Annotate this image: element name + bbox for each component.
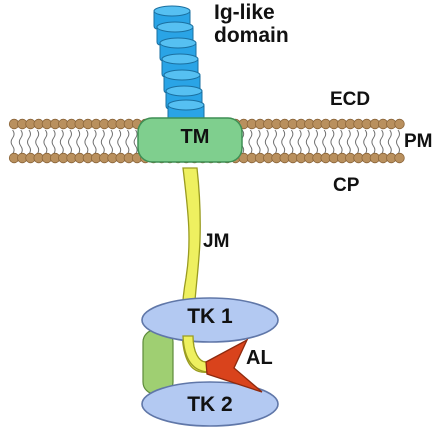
lipid-tail (76, 129, 81, 155)
transmembrane-domain (137, 117, 243, 163)
kinase-lobe-linker (142, 329, 174, 395)
helix-coil-top (161, 53, 199, 65)
lipid-tail (92, 129, 97, 155)
lipid-tail (297, 129, 302, 155)
lipid-head (394, 118, 405, 130)
lipid-tail (305, 129, 310, 155)
lipid-tail (273, 129, 277, 155)
lipid-tail (35, 129, 40, 155)
lipid-tail (363, 129, 368, 155)
lipid-tail (18, 129, 23, 155)
lipid-tail (59, 129, 64, 155)
tk2-label: TK 2 (187, 393, 233, 416)
lipid-tail (27, 129, 31, 155)
tk1-label: TK 1 (187, 305, 233, 328)
lipid-tail (330, 129, 335, 155)
lipid-tail (125, 129, 130, 155)
helix-coil-top (167, 99, 205, 111)
lipid-tail (68, 129, 72, 155)
lipid-tail (322, 129, 327, 155)
lipid-head (394, 152, 405, 164)
lipid-tail (10, 129, 15, 155)
lipid-tail (256, 129, 261, 155)
lipid-tail (264, 129, 269, 155)
ecd-label: ECD (330, 89, 371, 110)
lipid-tail (396, 129, 400, 155)
jm-label: JM (203, 231, 230, 252)
helix-coil-top (159, 37, 197, 49)
lipid-tail (100, 129, 105, 155)
activation-loop (205, 338, 263, 393)
lipid-tail (43, 129, 48, 155)
lipid-tail (51, 129, 56, 155)
lipid-tail (109, 129, 113, 155)
helix-coil-top (163, 69, 201, 81)
cp-label: CP (333, 175, 360, 196)
lipid-tail (346, 129, 351, 155)
tm-label: TM (180, 126, 210, 148)
lipid-tail (355, 129, 359, 155)
helix-coil-top (165, 85, 203, 97)
tk2-lobe (141, 381, 279, 427)
tk1-lobe (141, 297, 279, 343)
ig-like-domain-label: Ig-like domain (214, 1, 289, 47)
lipid-tail (371, 129, 376, 155)
helix-coil-top (156, 21, 194, 33)
helix-coil-top (153, 5, 191, 17)
lipid-tail (133, 129, 138, 155)
lipid-tail (289, 129, 294, 155)
lipid-tail (387, 129, 392, 155)
lipid-tail (117, 129, 122, 155)
lipid-tail (379, 129, 384, 155)
lipid-tail (281, 129, 286, 155)
ig-like-domain-helix (153, 5, 205, 124)
lipid-tail (84, 129, 89, 155)
lipid-tail (248, 129, 253, 155)
pm-label: PM (404, 131, 433, 152)
lipid-tail (338, 129, 343, 155)
al-label: AL (246, 347, 273, 369)
lipid-tail (314, 129, 318, 155)
